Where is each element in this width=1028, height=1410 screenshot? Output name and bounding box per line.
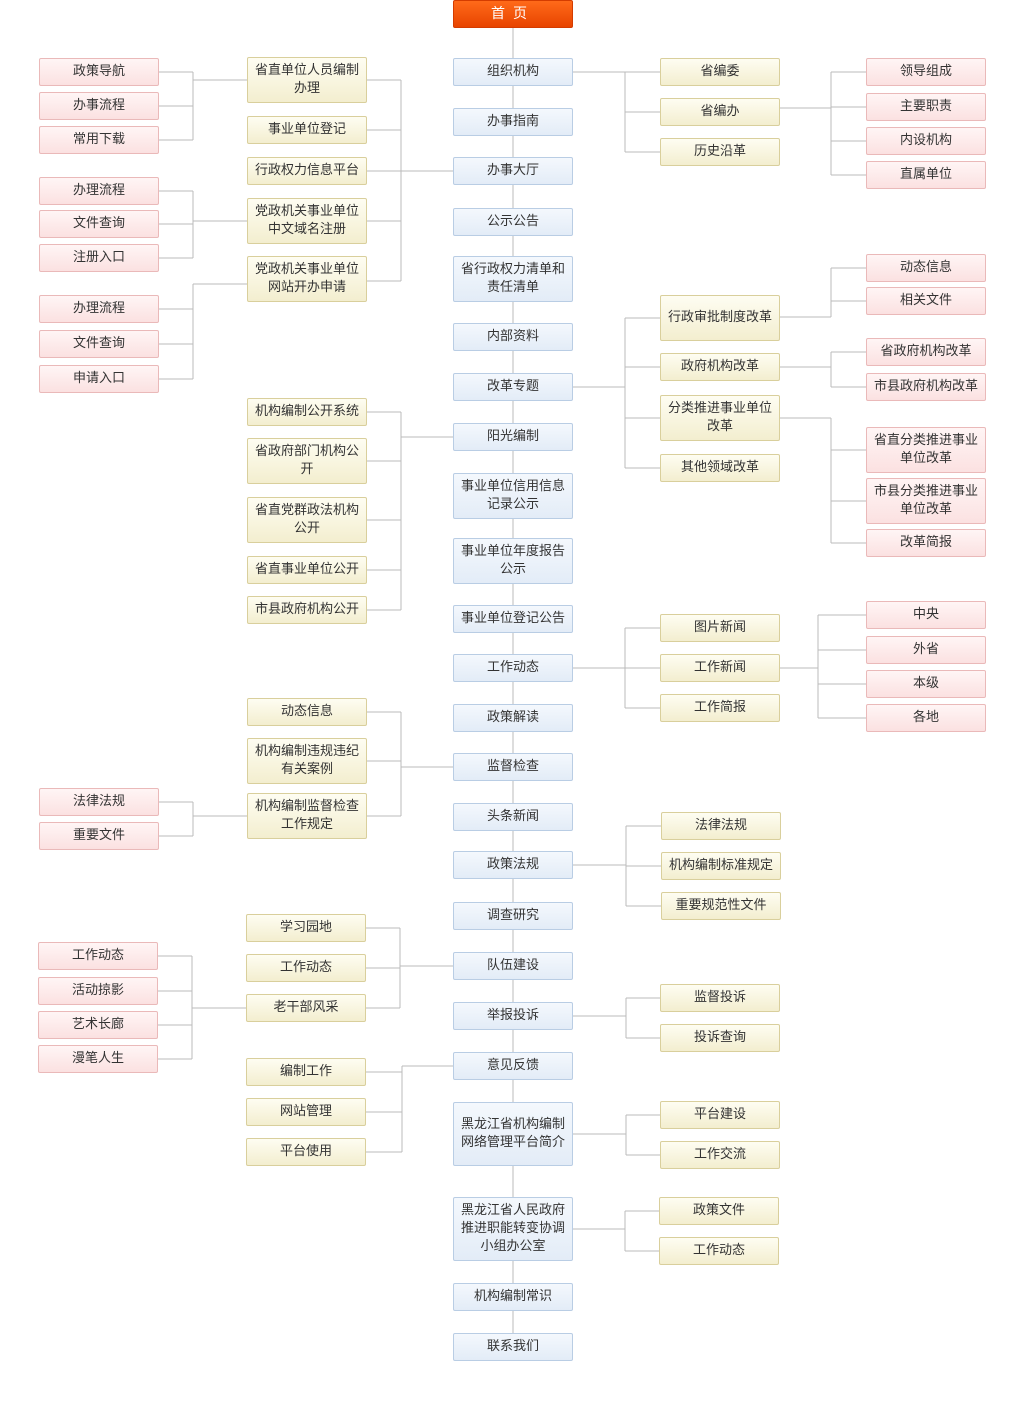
org-sub-office[interactable]: 省编办: [660, 98, 780, 126]
main-item-reform[interactable]: 改革专题: [453, 373, 573, 401]
sunshine-sub-party[interactable]: 省直党群政法机构公开: [247, 497, 367, 543]
staffing-leaf-downloads[interactable]: 常用下载: [39, 126, 159, 154]
hall-sub-website[interactable]: 党政机关事业单位网站开办申请: [247, 256, 367, 302]
org-leaf-affiliates[interactable]: 直属单位: [866, 161, 986, 189]
reform-sub-approval[interactable]: 行政审批制度改革: [660, 295, 780, 341]
main-item-supervision[interactable]: 监督检查: [453, 753, 573, 781]
supervision-sub-rules[interactable]: 机构编制监督检查工作规定: [247, 793, 367, 839]
gov-leaf-city[interactable]: 市县政府机构改革: [866, 373, 986, 401]
org-leaf-duties[interactable]: 主要职责: [866, 93, 986, 121]
office-sub-news[interactable]: 工作动态: [659, 1237, 779, 1265]
reform-sub-other[interactable]: 其他领域改革: [660, 454, 780, 482]
veteran-leaf-news[interactable]: 工作动态: [38, 942, 158, 970]
main-item-policy[interactable]: 政策法规: [453, 851, 573, 879]
hall-sub-domain[interactable]: 党政机关事业单位中文域名注册: [247, 198, 367, 244]
reform-sub-gov[interactable]: 政府机构改革: [660, 353, 780, 381]
staffing-leaf-policy-nav[interactable]: 政策导航: [39, 58, 159, 86]
main-item-credit[interactable]: 事业单位信用信息记录公示: [453, 473, 573, 519]
main-item-service-hall[interactable]: 办事大厅: [453, 157, 573, 185]
work-sub-briefing[interactable]: 工作简报: [660, 694, 780, 722]
sunshine-sub-institution[interactable]: 省直事业单位公开: [247, 556, 367, 584]
main-item-internal[interactable]: 内部资料: [453, 323, 573, 351]
website-leaf-query[interactable]: 文件查询: [39, 330, 159, 358]
news-leaf-local[interactable]: 本级: [866, 670, 986, 698]
org-sub-history[interactable]: 历史沿革: [660, 138, 780, 166]
feedback-sub-platform[interactable]: 平台使用: [246, 1138, 366, 1166]
news-leaf-central[interactable]: 中央: [866, 601, 986, 629]
inst-leaf-city[interactable]: 市县分类推进事业单位改革: [866, 478, 986, 524]
domain-leaf-query[interactable]: 文件查询: [39, 210, 159, 238]
supervision-sub-news[interactable]: 动态信息: [247, 698, 367, 726]
website-leaf-process[interactable]: 办理流程: [39, 295, 159, 323]
sunshine-sub-city[interactable]: 市县政府机构公开: [247, 596, 367, 624]
hall-sub-staffing[interactable]: 省直单位人员编制办理: [247, 57, 367, 103]
org-sub-committee[interactable]: 省编委: [660, 58, 780, 86]
main-item-power-list[interactable]: 省行政权力清单和责任清单: [453, 256, 573, 302]
news-leaf-regions[interactable]: 各地: [866, 704, 986, 732]
main-item-report[interactable]: 举报投诉: [453, 1002, 573, 1030]
main-item-feedback[interactable]: 意见反馈: [453, 1052, 573, 1080]
inst-leaf-province[interactable]: 省直分类推进事业单位改革: [866, 427, 986, 473]
rules-leaf-laws[interactable]: 法律法规: [39, 788, 159, 816]
team-sub-veteran[interactable]: 老干部风采: [246, 994, 366, 1022]
main-item-registration[interactable]: 事业单位登记公告: [453, 605, 573, 633]
feedback-sub-staffing[interactable]: 编制工作: [246, 1058, 366, 1086]
veteran-leaf-essays[interactable]: 漫笔人生: [38, 1045, 158, 1073]
reform-sub-institution[interactable]: 分类推进事业单位改革: [660, 395, 780, 441]
main-item-organization[interactable]: 组织机构: [453, 58, 573, 86]
main-item-guide[interactable]: 办事指南: [453, 108, 573, 136]
website-leaf-apply[interactable]: 申请入口: [39, 365, 159, 393]
work-sub-photo[interactable]: 图片新闻: [660, 614, 780, 642]
report-sub-query[interactable]: 投诉查询: [660, 1024, 780, 1052]
supervision-sub-cases[interactable]: 机构编制违规违纪有关案例: [247, 738, 367, 784]
feedback-sub-website[interactable]: 网站管理: [246, 1098, 366, 1126]
home-button[interactable]: 首页: [453, 0, 573, 28]
gov-leaf-province[interactable]: 省政府机构改革: [866, 338, 986, 366]
report-sub-complaint[interactable]: 监督投诉: [660, 984, 780, 1012]
main-item-team[interactable]: 队伍建设: [453, 952, 573, 980]
main-item-work-news[interactable]: 工作动态: [453, 654, 573, 682]
veteran-leaf-art[interactable]: 艺术长廊: [38, 1011, 158, 1039]
policy-sub-normative[interactable]: 重要规范性文件: [661, 892, 781, 920]
domain-leaf-entry[interactable]: 注册入口: [39, 244, 159, 272]
inst-leaf-briefing[interactable]: 改革简报: [866, 529, 986, 557]
main-item-office[interactable]: 黑龙江省人民政府推进职能转变协调小组办公室: [453, 1197, 573, 1261]
approval-leaf-news[interactable]: 动态信息: [866, 254, 986, 282]
work-sub-news[interactable]: 工作新闻: [660, 654, 780, 682]
team-sub-study[interactable]: 学习园地: [246, 914, 366, 942]
policy-sub-laws[interactable]: 法律法规: [661, 812, 781, 840]
org-leaf-departments[interactable]: 内设机构: [866, 127, 986, 155]
main-item-knowledge[interactable]: 机构编制常识: [453, 1283, 573, 1311]
hall-sub-power-platform[interactable]: 行政权力信息平台: [247, 157, 367, 185]
sunshine-sub-gov-dept[interactable]: 省政府部门机构公开: [247, 438, 367, 484]
news-leaf-other-province[interactable]: 外省: [866, 636, 986, 664]
main-item-sunshine[interactable]: 阳光编制: [453, 423, 573, 451]
veteran-leaf-photos[interactable]: 活动掠影: [38, 977, 158, 1005]
policy-sub-standards[interactable]: 机构编制标准规定: [661, 852, 781, 880]
main-item-contact[interactable]: 联系我们: [453, 1333, 573, 1361]
main-item-policy-reading[interactable]: 政策解读: [453, 704, 573, 732]
sunshine-sub-system[interactable]: 机构编制公开系统: [247, 398, 367, 426]
main-item-headline[interactable]: 头条新闻: [453, 803, 573, 831]
staffing-leaf-process[interactable]: 办事流程: [39, 92, 159, 120]
approval-leaf-files[interactable]: 相关文件: [866, 287, 986, 315]
main-item-research[interactable]: 调查研究: [453, 902, 573, 930]
main-item-announcement[interactable]: 公示公告: [453, 208, 573, 236]
org-leaf-leaders[interactable]: 领导组成: [866, 58, 986, 86]
domain-leaf-process[interactable]: 办理流程: [39, 177, 159, 205]
main-item-annual-report[interactable]: 事业单位年度报告公示: [453, 538, 573, 584]
rules-leaf-documents[interactable]: 重要文件: [39, 822, 159, 850]
office-sub-policy[interactable]: 政策文件: [659, 1197, 779, 1225]
team-sub-news[interactable]: 工作动态: [246, 954, 366, 982]
platform-sub-build[interactable]: 平台建设: [660, 1101, 780, 1129]
platform-sub-exchange[interactable]: 工作交流: [660, 1141, 780, 1169]
hall-sub-registration[interactable]: 事业单位登记: [247, 116, 367, 144]
main-item-platform[interactable]: 黑龙江省机构编制网络管理平台简介: [453, 1102, 573, 1166]
